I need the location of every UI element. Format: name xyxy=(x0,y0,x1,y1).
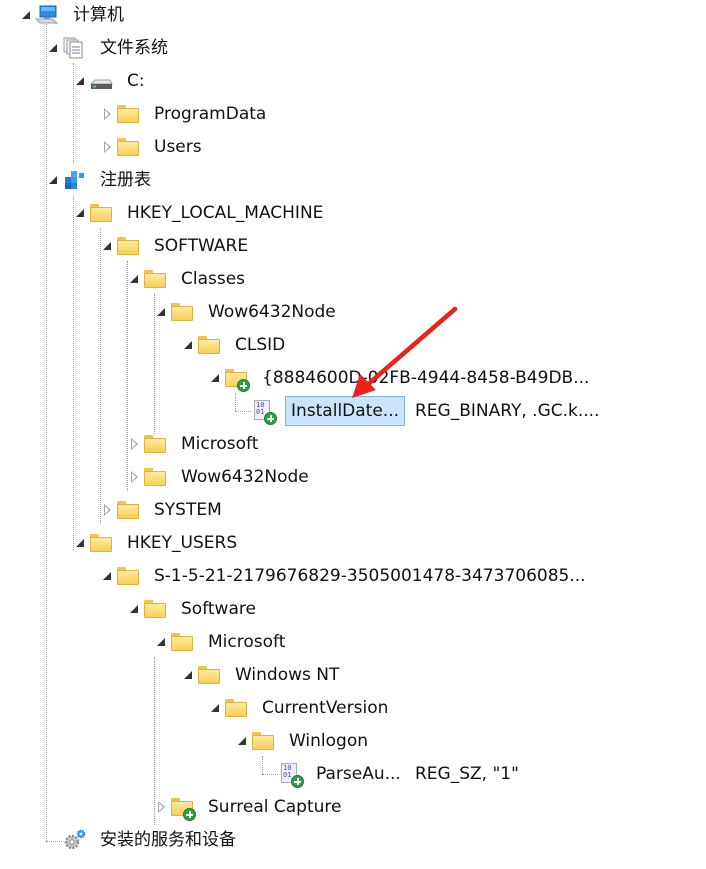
folder-icon xyxy=(116,103,140,125)
tree-line xyxy=(100,228,101,523)
tree-label: Microsoft xyxy=(181,434,259,454)
tree-label: Users xyxy=(154,137,202,157)
tree-label: Software xyxy=(181,599,256,619)
expand-toggle[interactable] xyxy=(156,801,168,813)
tree-line xyxy=(235,411,251,412)
tree-label: Microsoft xyxy=(208,632,286,652)
tree-label: Windows NT xyxy=(235,665,340,685)
tree-label: Wow6432Node xyxy=(181,467,309,487)
folder-icon xyxy=(143,268,167,290)
tree-line xyxy=(46,841,62,842)
folder-icon xyxy=(197,334,221,356)
tree-line xyxy=(46,24,47,841)
plus-badge-icon xyxy=(264,412,277,425)
expand-toggle[interactable] xyxy=(183,339,195,351)
tree-label: 注册表 xyxy=(100,170,151,190)
expand-toggle[interactable] xyxy=(129,603,141,615)
expand-toggle[interactable] xyxy=(102,108,114,120)
expand-toggle[interactable] xyxy=(48,174,60,186)
tree-line xyxy=(235,393,236,411)
folder-icon xyxy=(170,631,194,653)
tree-label: HKEY_USERS xyxy=(127,533,238,553)
folder-icon xyxy=(143,598,167,620)
tree-label: 计算机 xyxy=(73,5,124,25)
expand-toggle[interactable] xyxy=(102,240,114,252)
tree-label: Wow6432Node xyxy=(208,302,336,322)
folder-icon xyxy=(89,532,113,554)
folder-icon xyxy=(116,235,140,257)
tree-line xyxy=(73,63,74,163)
expand-toggle[interactable] xyxy=(102,570,114,582)
expand-toggle[interactable] xyxy=(129,471,141,483)
tree-label: CLSID xyxy=(235,335,286,355)
tree-label: ParseAu... xyxy=(316,764,401,784)
tree-label: Classes xyxy=(181,269,246,289)
tree-label: 文件系统 xyxy=(100,38,168,58)
computer-icon xyxy=(34,4,59,26)
expand-toggle[interactable] xyxy=(129,273,141,285)
folder-icon xyxy=(116,136,140,158)
tree-line xyxy=(154,657,155,825)
expand-toggle[interactable] xyxy=(75,207,87,219)
tree-line xyxy=(73,195,74,550)
tree-label: 安装的服务和设备 xyxy=(100,830,236,850)
plus-badge-icon xyxy=(291,775,304,788)
tree-label: ProgramData xyxy=(154,104,267,124)
expand-toggle[interactable] xyxy=(210,372,222,384)
folder-icon xyxy=(143,466,167,488)
folder-added-icon xyxy=(170,796,196,821)
tree-label: {8884600D-02FB-4944-8458-B49DB... xyxy=(262,368,590,388)
tree-label: Winlogon xyxy=(289,731,369,751)
expand-toggle[interactable] xyxy=(237,735,249,747)
tree-label-selected[interactable]: InstallDate... xyxy=(285,396,406,426)
documents-icon xyxy=(62,37,86,59)
registry-icon xyxy=(62,169,86,191)
expand-toggle[interactable] xyxy=(21,9,33,21)
expand-toggle[interactable] xyxy=(156,306,168,318)
folder-added-icon xyxy=(224,367,250,392)
expand-toggle[interactable] xyxy=(75,75,87,87)
tree-label: SYSTEM xyxy=(154,500,222,520)
services-gear-icon xyxy=(62,829,86,851)
expand-toggle[interactable] xyxy=(129,438,141,450)
folder-icon xyxy=(197,664,221,686)
expand-toggle[interactable] xyxy=(102,504,114,516)
expand-toggle[interactable] xyxy=(48,42,60,54)
folder-icon xyxy=(251,730,275,752)
expand-toggle[interactable] xyxy=(156,636,168,648)
registry-value-data: REG_SZ, "1" xyxy=(415,764,519,784)
folder-icon xyxy=(143,433,167,455)
expand-toggle[interactable] xyxy=(210,702,222,714)
tree-label: S-1-5-21-2179676829-3505001478-347370608… xyxy=(154,566,586,586)
tree-line xyxy=(154,294,155,434)
tree-label: CurrentVersion xyxy=(262,698,389,718)
tree-label: Surreal Capture xyxy=(208,797,342,817)
tree-line xyxy=(262,774,278,775)
folder-icon xyxy=(116,499,140,521)
tree-label: C: xyxy=(127,71,145,91)
folder-icon xyxy=(170,301,194,323)
tree-line xyxy=(127,261,128,491)
plus-badge-icon xyxy=(183,808,196,821)
registry-value-data: REG_BINARY, .GC.k.... xyxy=(415,401,600,421)
expand-toggle[interactable] xyxy=(183,669,195,681)
tree-label: SOFTWARE xyxy=(154,236,249,256)
folder-icon xyxy=(224,697,248,719)
folder-icon xyxy=(89,202,113,224)
plus-badge-icon xyxy=(237,379,250,392)
tree-line xyxy=(262,756,263,774)
tree-label: HKEY_LOCAL_MACHINE xyxy=(127,203,324,223)
expand-toggle[interactable] xyxy=(102,141,114,153)
folder-icon xyxy=(116,565,140,587)
drive-icon xyxy=(89,70,113,92)
expand-toggle[interactable] xyxy=(75,537,87,549)
